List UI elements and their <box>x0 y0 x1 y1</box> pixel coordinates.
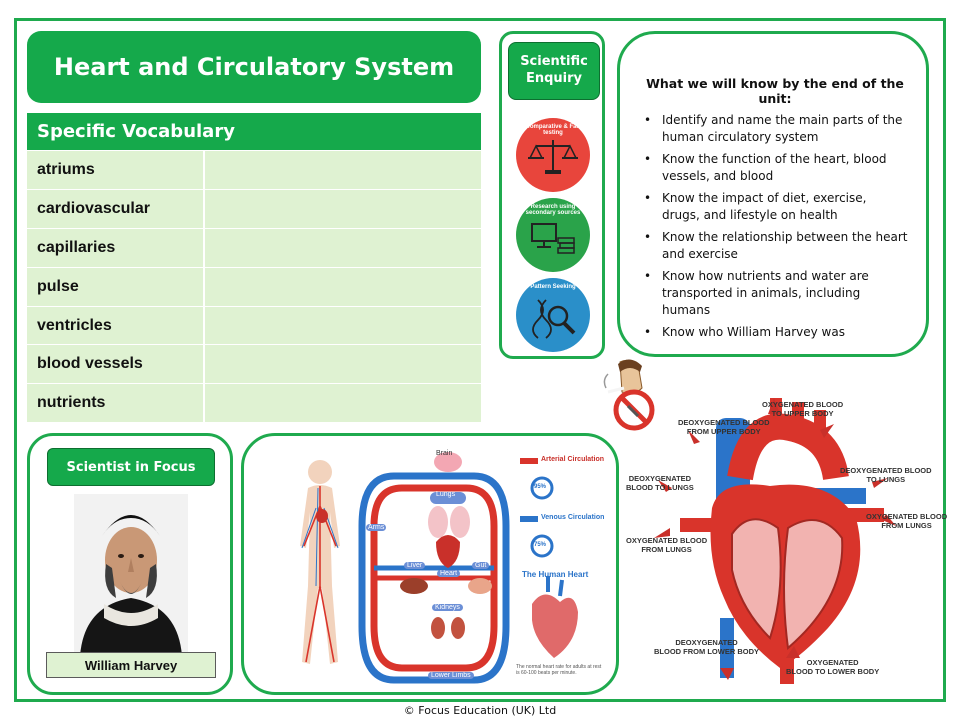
vocab-term: nutrients <box>27 384 205 423</box>
vocab-term: atriums <box>27 151 205 189</box>
arterial-legend-swatch <box>520 458 538 464</box>
list-item: Identify and name the main parts of the … <box>642 112 908 146</box>
vocab-row: nutrients <box>27 383 481 423</box>
scientist-label: Scientist in Focus <box>47 448 215 486</box>
kidney-icon <box>451 617 465 639</box>
heart-label: OXYGENATED BLOOD TO UPPER BODY <box>762 400 844 418</box>
organ-label-lower-limbs: Lower Limbs <box>428 672 474 679</box>
oxygen-gauge-arterial <box>530 476 554 500</box>
scientific-enquiry-panel: Scientific Enquiry Comparative & Fair te… <box>499 31 605 359</box>
arterial-legend-label: Arterial Circulation <box>541 456 605 463</box>
venous-legend-label: Venous Circulation <box>541 514 605 521</box>
venous-oxygen-percent: 75% <box>534 542 547 548</box>
scientist-portrait <box>74 494 188 656</box>
kidney-icon <box>431 617 445 639</box>
vocab-definition[interactable] <box>205 345 481 384</box>
heart-illustration <box>654 398 896 684</box>
vocab-term: cardiovascular <box>27 189 205 228</box>
scientist-panel: Scientist in Focus William Harvey <box>27 433 233 695</box>
organ-label-heart: Heart <box>437 570 461 577</box>
heart-diagram: DEOXYGENATED BLOOD FROM UPPER BODY OXYGE… <box>620 358 948 698</box>
vocab-row: blood vessels <box>27 344 481 384</box>
organ-label-gut: Gut <box>472 562 490 569</box>
heart-label: DEOXYGENATED BLOOD TO LUNGS <box>840 466 932 484</box>
learning-objectives-panel: What we will know by the end of the unit… <box>617 31 929 357</box>
scientific-enquiry-label: Scientific Enquiry <box>508 42 600 100</box>
vocab-row: ventricles <box>27 305 481 345</box>
vocabulary-table: Specific Vocabulary atriums cardiovascul… <box>27 113 481 423</box>
list-item: Know how nutrients and water are transpo… <box>642 268 908 319</box>
organ-label-arms: Arms <box>366 524 387 531</box>
enquiry-caption: Research using secondary sources <box>525 204 581 216</box>
page-frame <box>14 18 946 702</box>
vocab-definition[interactable] <box>205 189 481 228</box>
lungs-icon <box>450 506 470 538</box>
heart-organ-icon <box>436 535 460 568</box>
list-item: Know who William Harvey was <box>642 324 908 341</box>
vocab-row: atriums <box>27 150 481 189</box>
heart-rate-note: The normal heart rate for adults at rest… <box>516 664 602 676</box>
title-banner: Heart and Circulatory System <box>27 31 481 103</box>
magnifier-dna-icon: Pattern Seeking <box>516 278 590 352</box>
lungs-icon <box>428 506 448 538</box>
liver-icon <box>400 578 428 594</box>
vocab-row: cardiovascular <box>27 188 481 228</box>
learning-objectives-heading: What we will know by the end of the unit… <box>646 76 904 106</box>
page-title: Heart and Circulatory System <box>53 53 455 81</box>
vocab-term: blood vessels <box>27 345 205 384</box>
heart-label: DEOXYGENATED BLOOD TO LUNGS <box>626 474 694 492</box>
scientist-name: William Harvey <box>46 652 216 678</box>
small-heart-icon <box>532 576 578 658</box>
circulation-loop <box>358 472 510 684</box>
scales-icon: Comparative & Fair testing <box>516 118 590 192</box>
enquiry-caption: Comparative & Fair testing <box>525 124 581 136</box>
list-item: Know the relationship between the heart … <box>642 229 908 263</box>
computer-books-icon: Research using secondary sources <box>516 198 590 272</box>
heart-label: OXYGENATED BLOOD FROM LUNGS <box>866 512 948 530</box>
circulatory-diagram <box>300 452 578 684</box>
no-smoking-icon <box>603 359 655 431</box>
copyright-footer: © Focus Education (UK) Ltd <box>403 704 557 717</box>
circulation-infographic: Brain Lungs Heart Liver Gut Kidneys Lowe… <box>241 433 619 695</box>
organ-label-brain: Brain <box>436 450 453 457</box>
vocab-definition[interactable] <box>205 228 481 267</box>
list-item: Know the impact of diet, exercise, drugs… <box>642 190 908 224</box>
oxygen-gauge-venous <box>530 534 554 558</box>
organ-label-box <box>430 492 466 504</box>
organ-label-kidneys: Kidneys <box>432 604 463 611</box>
list-item: Know the function of the heart, blood ve… <box>642 151 908 185</box>
vocab-term: ventricles <box>27 306 205 345</box>
heart-label: DEOXYGENATED BLOOD FROM UPPER BODY <box>678 418 770 436</box>
heart-label: DEOXYGENATED BLOOD FROM LOWER BODY <box>654 638 759 656</box>
vocab-row: pulse <box>27 266 481 306</box>
organ-label-lungs: Lungs <box>436 491 456 498</box>
vocab-definition[interactable] <box>205 306 481 345</box>
vocabulary-heading: Specific Vocabulary <box>27 113 481 150</box>
gut-icon <box>468 578 492 594</box>
human-heart-title: The Human Heart <box>522 570 589 579</box>
vocab-definition[interactable] <box>205 384 481 423</box>
heart-label: OXYGENATED BLOOD FROM LUNGS <box>626 536 708 554</box>
learning-objectives-list: Identify and name the main parts of the … <box>642 112 908 341</box>
organ-label-liver: Liver <box>404 562 426 569</box>
heart-label: OXYGENATED BLOOD TO LOWER BODY <box>786 658 880 676</box>
venous-legend-swatch <box>520 516 538 522</box>
vocab-row: capillaries <box>27 227 481 267</box>
vocab-term: capillaries <box>27 228 205 267</box>
enquiry-caption: Pattern Seeking <box>530 284 576 290</box>
arterial-oxygen-percent: 95% <box>534 484 547 490</box>
vocab-definition[interactable] <box>205 267 481 306</box>
brain-icon <box>434 452 462 472</box>
flow-arrows <box>654 398 896 680</box>
human-body-icon <box>300 460 340 664</box>
vocab-term: pulse <box>27 267 205 306</box>
vocab-definition[interactable] <box>205 151 481 189</box>
